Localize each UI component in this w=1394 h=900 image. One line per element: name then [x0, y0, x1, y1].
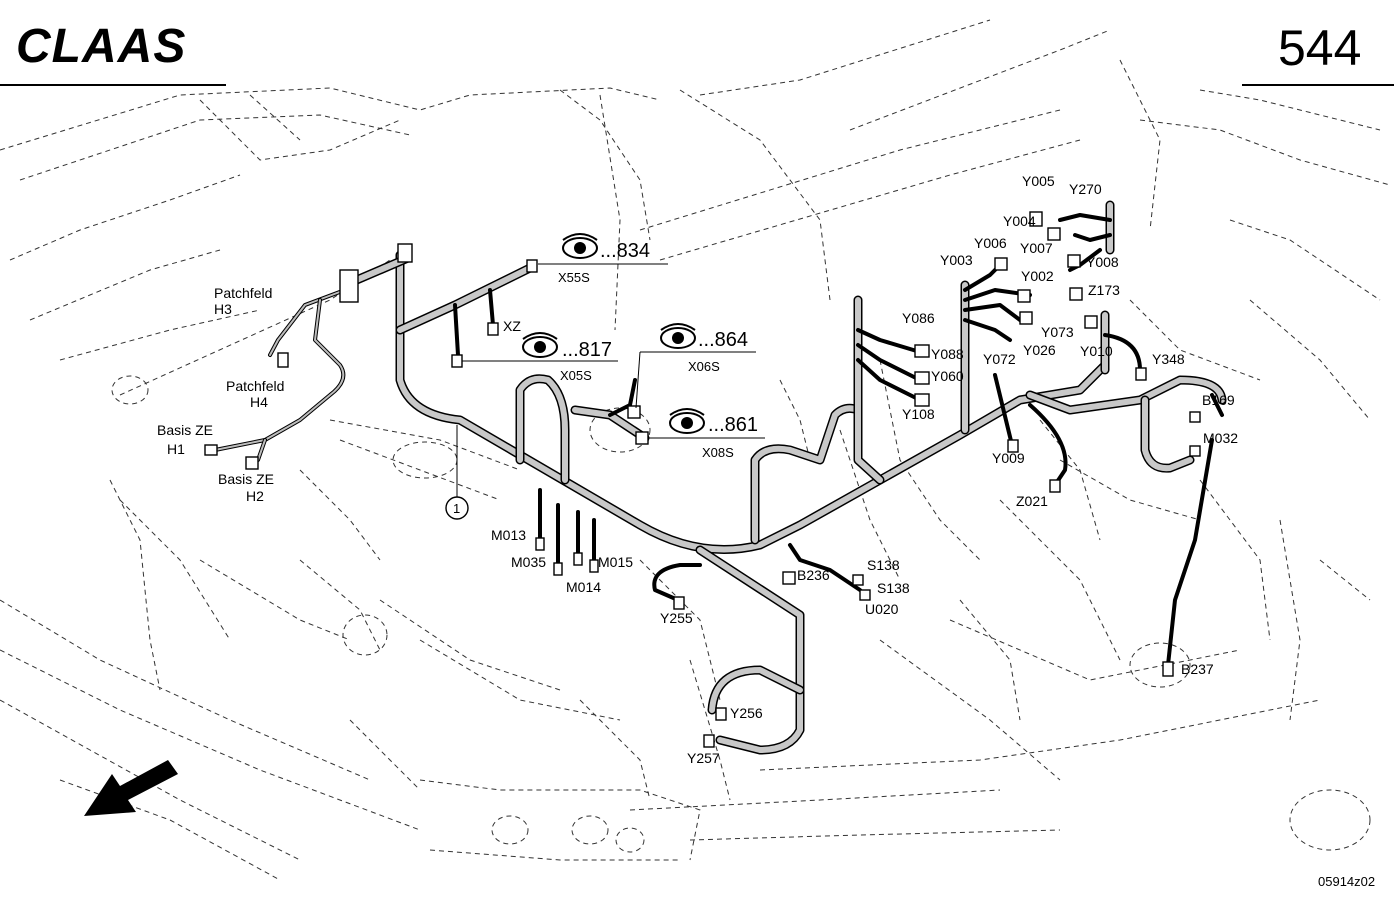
svg-text:M035: M035	[511, 554, 546, 570]
svg-text:...817: ...817	[562, 339, 612, 361]
reference-817: ...817 X05S	[462, 332, 618, 383]
svg-text:B236: B236	[797, 567, 830, 583]
svg-text:U020: U020	[865, 601, 899, 617]
svg-text:Y002: Y002	[1021, 268, 1054, 284]
svg-text:Y108: Y108	[902, 406, 935, 422]
svg-text:Y256: Y256	[730, 705, 763, 721]
svg-text:Y004: Y004	[1003, 213, 1036, 229]
svg-text:Y009: Y009	[992, 450, 1025, 466]
label-patchfeld-h3: Patchfeld	[214, 285, 272, 301]
svg-text:X05S: X05S	[560, 368, 592, 383]
svg-text:Y088: Y088	[931, 346, 964, 362]
svg-text:S138: S138	[877, 580, 910, 596]
svg-text:Y008: Y008	[1086, 254, 1119, 270]
svg-text:H2: H2	[246, 488, 264, 504]
svg-text:H1: H1	[167, 441, 185, 457]
svg-text:M032: M032	[1203, 430, 1238, 446]
svg-text:Z173: Z173	[1088, 282, 1120, 298]
svg-text:XZ: XZ	[503, 318, 521, 334]
document-id: 05914z02	[1318, 874, 1375, 889]
svg-text:B169: B169	[1202, 392, 1235, 408]
svg-text:S138: S138	[867, 557, 900, 573]
claas-logo: CLAAS	[16, 20, 186, 73]
header: CLAAS 544	[0, 20, 1394, 86]
svg-text:M014: M014	[566, 579, 601, 595]
direction-arrow-icon	[84, 760, 178, 816]
label-patchfeld-h4: Patchfeld	[226, 378, 284, 394]
svg-text:Y255: Y255	[660, 610, 693, 626]
reference-861: ...861 X08S	[648, 408, 765, 460]
svg-text:Z021: Z021	[1016, 493, 1048, 509]
svg-text:Y086: Y086	[902, 310, 935, 326]
svg-text:Y005: Y005	[1022, 173, 1055, 189]
reference-834: ...834 X55S	[538, 233, 668, 285]
reference-864: ...864 X06S	[635, 323, 756, 409]
svg-text:Y026: Y026	[1023, 342, 1056, 358]
svg-text:X08S: X08S	[702, 445, 734, 460]
svg-text:Y073: Y073	[1041, 324, 1074, 340]
svg-text:...864: ...864	[698, 329, 748, 351]
callout-1: 1	[445, 425, 469, 520]
connector-plugs	[204, 211, 1201, 748]
harness-branches	[213, 213, 1224, 667]
svg-text:H3: H3	[214, 301, 232, 317]
svg-text:M013: M013	[491, 527, 526, 543]
svg-text:X06S: X06S	[688, 359, 720, 374]
svg-text:H4: H4	[250, 394, 268, 410]
svg-text:Y007: Y007	[1020, 240, 1053, 256]
svg-text:B237: B237	[1181, 661, 1214, 677]
svg-text:Y006: Y006	[974, 235, 1007, 251]
svg-text:1: 1	[453, 501, 460, 516]
component-labels: Patchfeld H3 Patchfeld H4 Basis ZE H1 Ba…	[157, 173, 1238, 766]
svg-text:X55S: X55S	[558, 270, 590, 285]
svg-text:Y348: Y348	[1152, 351, 1185, 367]
svg-text:Y072: Y072	[983, 351, 1016, 367]
svg-text:Y003: Y003	[940, 252, 973, 268]
svg-text:M015: M015	[598, 554, 633, 570]
label-basis-ze-h1: Basis ZE	[157, 422, 213, 438]
machine-outline	[0, 19, 1391, 881]
svg-text:Y060: Y060	[931, 368, 964, 384]
svg-text:Y257: Y257	[687, 750, 720, 766]
svg-text:Y270: Y270	[1069, 181, 1102, 197]
label-basis-ze-h2: Basis ZE	[218, 471, 274, 487]
svg-text:Y010: Y010	[1080, 343, 1113, 359]
svg-text:...834: ...834	[600, 240, 650, 262]
page-number: 544	[1278, 20, 1361, 76]
svg-text:...861: ...861	[708, 414, 758, 436]
